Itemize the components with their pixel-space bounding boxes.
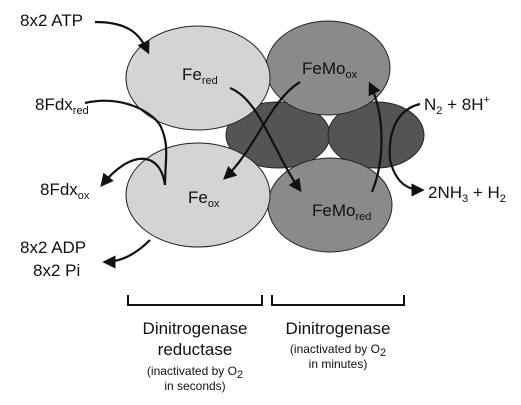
femo-ox-to-fe-ox-arrow <box>223 81 301 180</box>
pi-label: 8x2 Pi <box>33 261 80 280</box>
nh3-h2-label: 2NH3 + H2 <box>428 183 506 205</box>
nh3-arrow <box>388 159 425 197</box>
fe-red-subunit <box>125 25 271 131</box>
reductase-note-line2: in seconds) <box>164 379 225 393</box>
atp-arrow <box>94 20 150 55</box>
reductase-bracket <box>127 295 263 306</box>
atp-label: 8x2 ATP <box>20 11 83 30</box>
femo-red-label: FeMored <box>312 201 371 223</box>
fe-red-label: Fered <box>182 65 218 87</box>
fdx-ox-label: 8Fdxox <box>40 180 90 202</box>
reductase-title-line1: Dinitrogenase <box>143 319 248 338</box>
reductase-title-line2: reductase <box>158 340 233 359</box>
femo-red-to-femo-ox-arrow <box>368 81 383 193</box>
fdx-red-label: 8Fdxred <box>35 95 89 117</box>
fe-ox-label: Feox <box>188 188 220 210</box>
adp-arrow <box>102 239 151 269</box>
femo-ox-label: FeMoox <box>302 59 358 81</box>
dinitrogenase-bracket <box>271 295 405 306</box>
reductase-note-line1: (inactivated by O2 <box>147 364 243 381</box>
dinitrogenase-note-line2: in minutes) <box>309 357 368 371</box>
fdx-ox-arrow <box>100 157 167 188</box>
dinitrogenase-title: Dinitrogenase <box>286 319 391 338</box>
n2-arrow <box>388 102 421 161</box>
fe-red-to-femo-red-arrow <box>229 86 302 193</box>
adp-label: 8x2 ADP <box>20 238 86 257</box>
fdx-red-arrow <box>84 99 168 186</box>
dinitrogenase-note-line1: (inactivated by O2 <box>290 342 386 359</box>
n2-label: N2 + 8H+ <box>424 94 490 117</box>
